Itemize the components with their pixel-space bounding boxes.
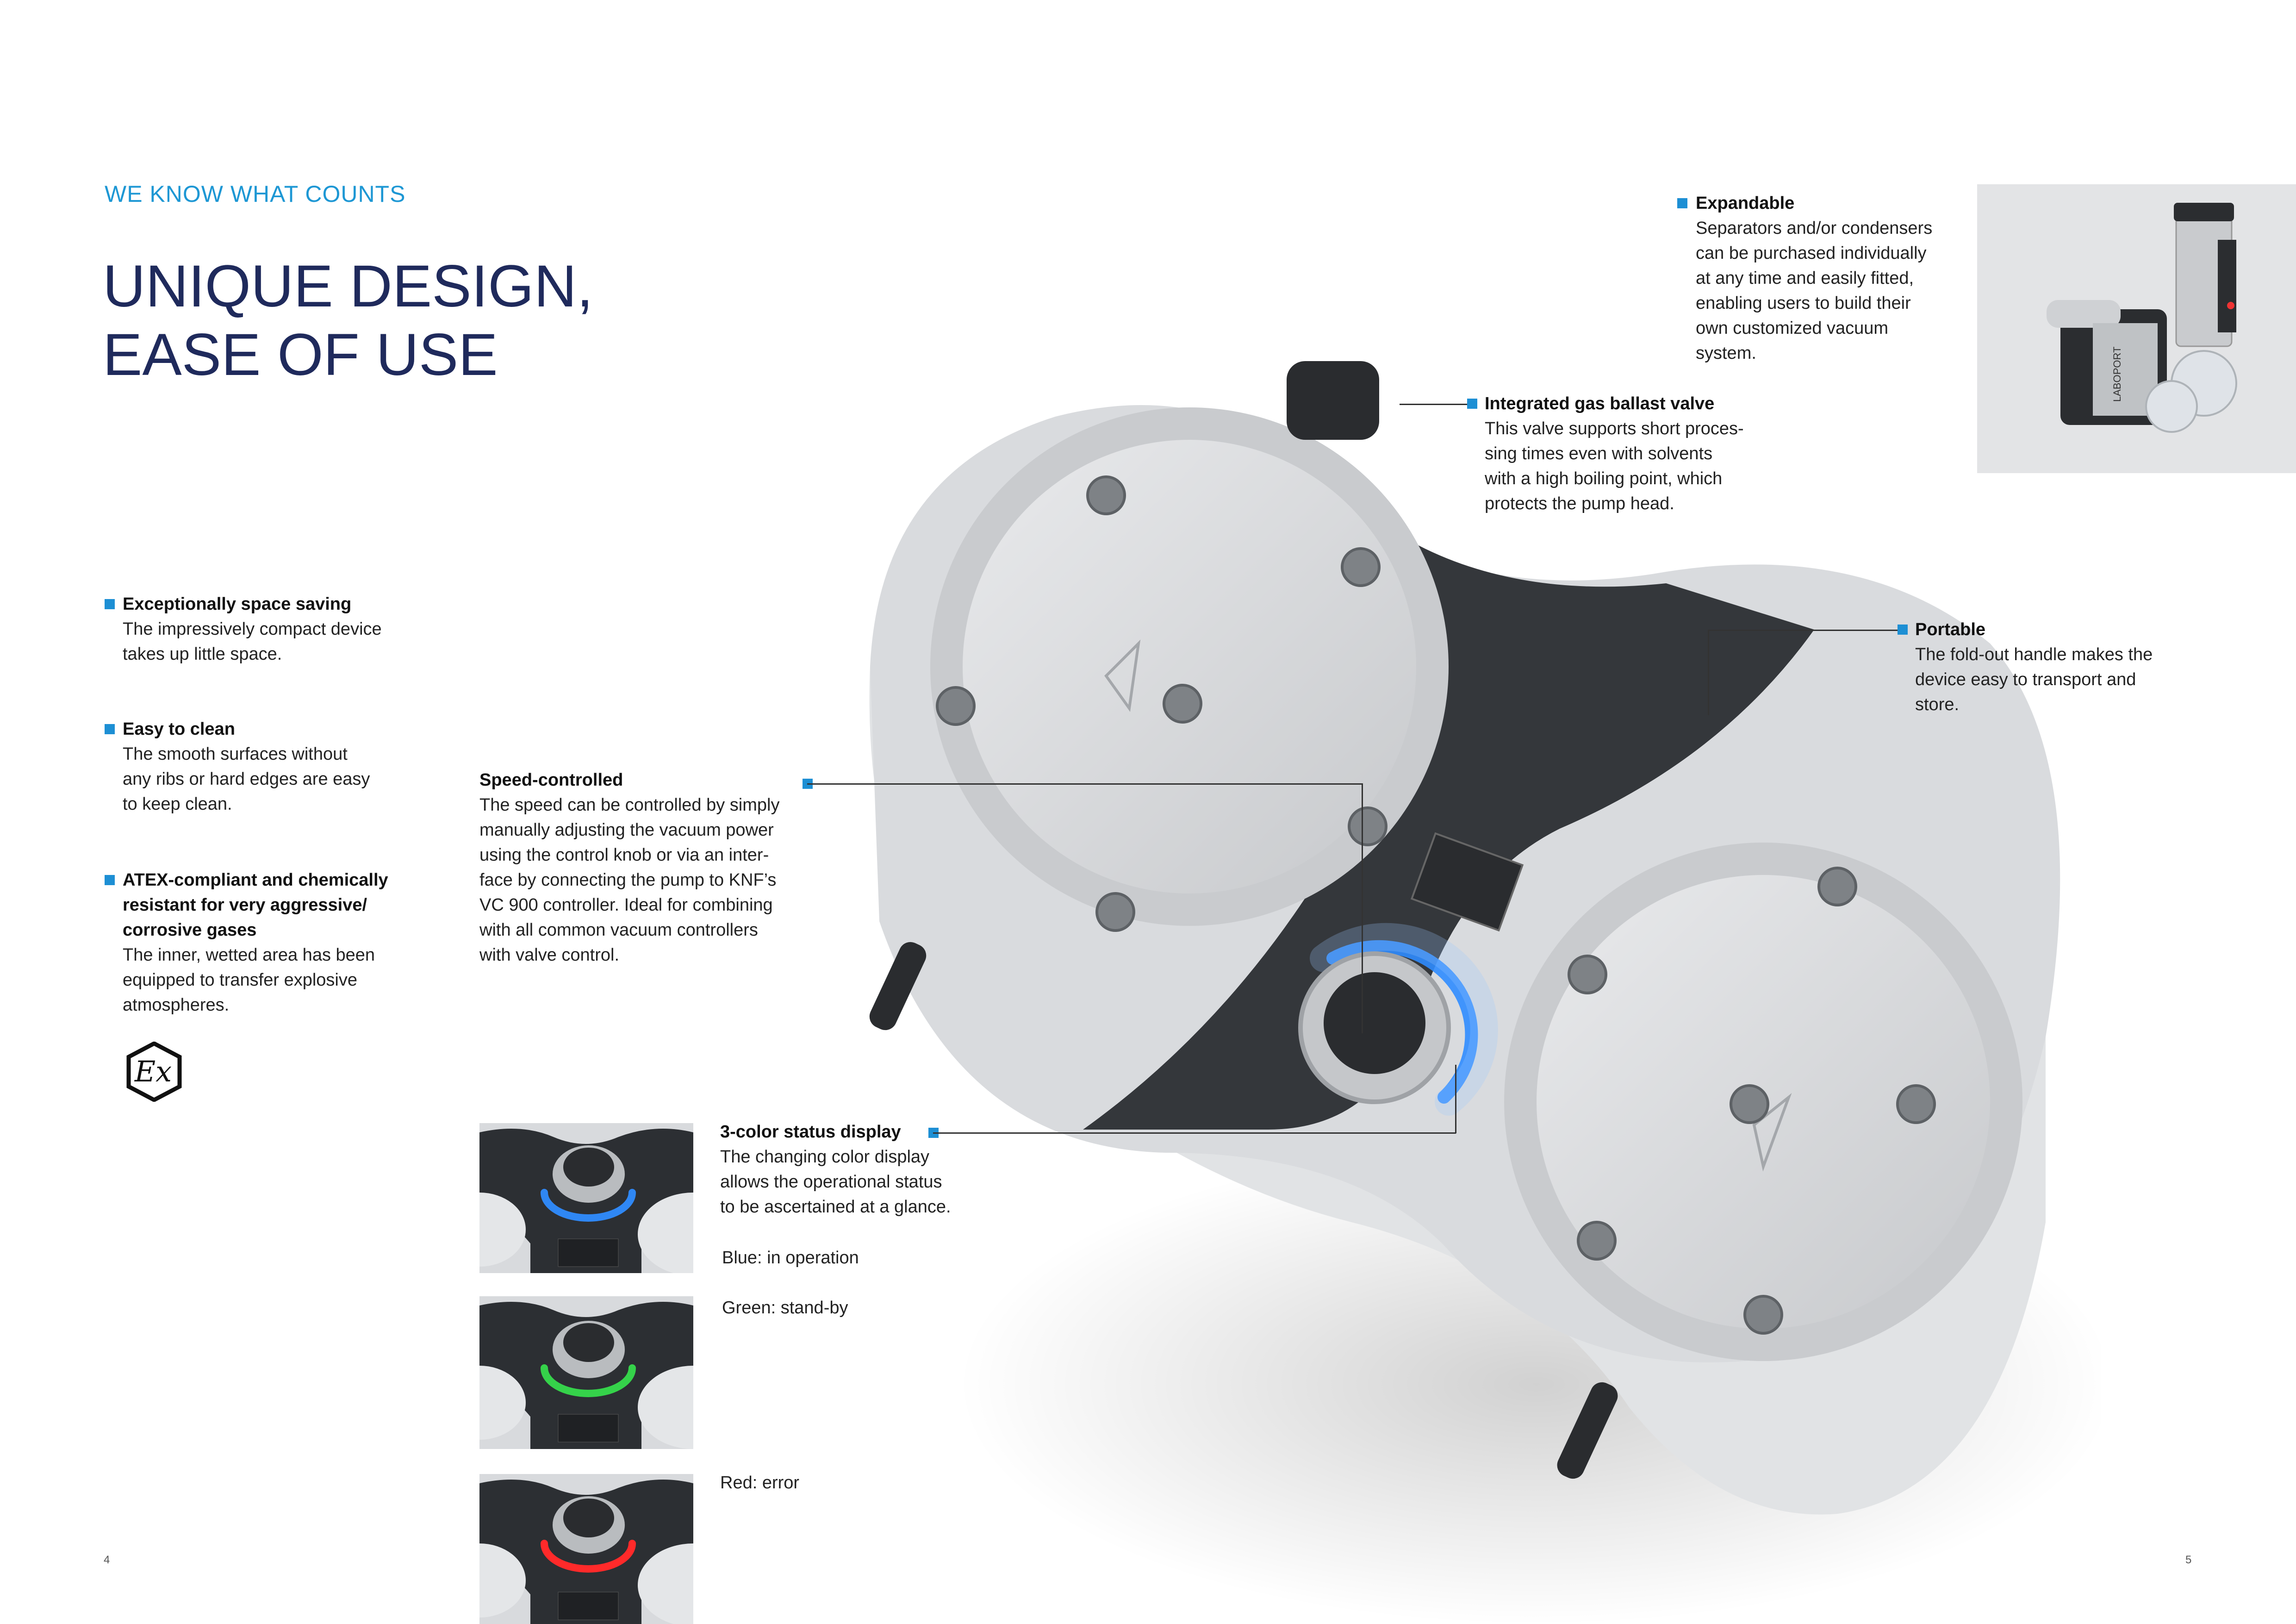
status-green-label: Green: stand-by (722, 1298, 848, 1318)
portable-callout-line (1708, 630, 1902, 631)
feature-title: Portable (1915, 620, 1986, 639)
feature-title: 3-color status display (720, 1122, 901, 1142)
feature-body: Separators and/or condensers can be purc… (1696, 219, 1933, 363)
speed-callout-line (807, 783, 1363, 785)
bullet-icon (105, 599, 115, 609)
status-red-label: Red: error (720, 1473, 800, 1493)
feature-body: The speed can be controlled by simply ma… (479, 795, 780, 965)
feature-title: Exceptionally space saving (123, 594, 352, 614)
status-thumb-blue (479, 1123, 693, 1273)
status-callout-line-vertical (1455, 1065, 1456, 1133)
feature-atex: ATEX-compliant and chemically resistant … (123, 868, 447, 1018)
ballast-callout-line (1400, 404, 1474, 405)
feature-speed-controlled: Speed-controlled The speed can be contro… (479, 768, 831, 968)
expanded-system-photo: LABOPORT (1977, 184, 2296, 473)
bullet-icon (105, 875, 115, 885)
feature-body: The fold-out handle makes the device eas… (1915, 645, 2153, 714)
feature-body: The smooth surfaces without any ribs or … (123, 744, 370, 814)
atex-ex-logo: Ex (126, 1042, 182, 1102)
feature-title: ATEX-compliant and chemically resistant … (123, 870, 388, 940)
status-callout-line (933, 1132, 1456, 1134)
pump-illustration (869, 361, 2101, 1624)
feature-space-saving: Exceptionally space saving The impressiv… (123, 592, 447, 667)
feature-title: Integrated gas ballast valve (1485, 394, 1715, 413)
feature-expandable: Expandable Separators and/or condensers … (1696, 191, 1973, 366)
status-thumb-green (479, 1296, 693, 1449)
page-title: UNIQUE DESIGN, EASE OF USE (103, 252, 593, 389)
portable-callout-line-vertical (1708, 630, 1709, 715)
feature-status-display: 3-color status display The changing colo… (720, 1119, 1044, 1219)
feature-title: Expandable (1696, 194, 1795, 213)
speed-callout-line-vertical (1362, 783, 1363, 1033)
feature-title: Easy to clean (123, 719, 235, 739)
feature-body: The inner, wetted area has been equipped… (123, 945, 375, 1015)
product-label: LABOPORT (2111, 347, 2123, 402)
bullet-icon (105, 724, 115, 734)
callout-marker-icon (1898, 625, 1908, 635)
feature-title: Speed-controlled (479, 770, 623, 790)
status-blue-label: Blue: in operation (722, 1248, 859, 1268)
feature-body: The changing color display allows the op… (720, 1147, 951, 1217)
feature-body: The impressively compact device takes up… (123, 619, 382, 664)
status-thumb-red (479, 1474, 693, 1624)
title-line-2: EASE OF USE (103, 322, 498, 388)
page-number-left: 4 (104, 1554, 110, 1566)
feature-body: This valve supports short proces- sing t… (1485, 419, 1744, 513)
page-number-right: 5 (2185, 1554, 2192, 1566)
callout-marker-icon (1467, 399, 1477, 409)
feature-easy-to-clean: Easy to clean The smooth surfaces withou… (123, 717, 447, 817)
feature-portable: Portable The fold-out handle makes the d… (1915, 617, 2202, 717)
title-line-1: UNIQUE DESIGN, (103, 253, 593, 319)
atex-logo-text: Ex (134, 1055, 172, 1088)
bullet-icon (1677, 198, 1687, 208)
feature-gas-ballast: Integrated gas ballast valve This valve … (1485, 391, 1772, 516)
section-kicker: WE KNOW WHAT COUNTS (105, 181, 406, 207)
